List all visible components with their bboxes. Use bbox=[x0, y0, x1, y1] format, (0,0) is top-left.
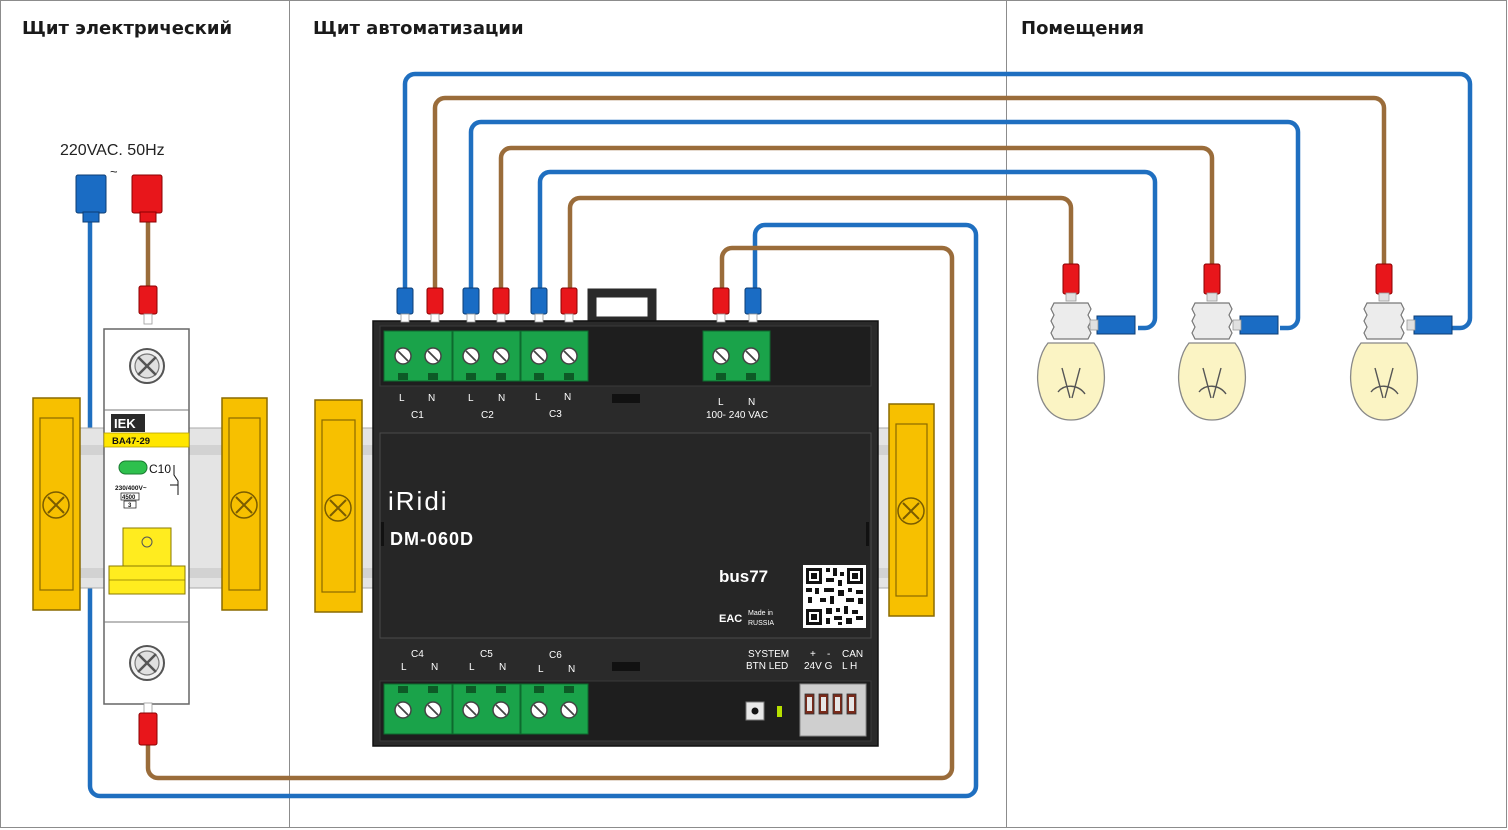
supply-neutral-connector bbox=[75, 174, 107, 223]
c4-l-label: L bbox=[401, 662, 407, 673]
c4-n-label: N bbox=[431, 662, 438, 673]
wire-line-supply bbox=[145, 245, 955, 781]
terminal-block-c1 bbox=[383, 330, 453, 382]
c3-label: C3 bbox=[549, 409, 562, 420]
wire-c1-l bbox=[432, 95, 1387, 288]
terminal-block-c4 bbox=[383, 683, 453, 735]
qr-code bbox=[803, 565, 866, 628]
system-label: SYSTEM bbox=[748, 649, 789, 660]
lamp-1 bbox=[1036, 263, 1136, 421]
breaker-voltage: 230/400V~ bbox=[115, 485, 147, 492]
breaker-brand: IEK bbox=[114, 416, 136, 431]
din-clamp-left-a bbox=[32, 397, 81, 611]
minus-label: - bbox=[827, 649, 830, 660]
relay-module bbox=[372, 320, 879, 747]
btn-led-label: BTN LED bbox=[746, 661, 788, 672]
supply-tilde: ~ bbox=[110, 164, 118, 179]
c5-l-label: L bbox=[469, 662, 475, 673]
supply-line-connector bbox=[131, 174, 163, 223]
module-brand: iRidi bbox=[388, 486, 449, 516]
lamp-2 bbox=[1177, 263, 1279, 421]
breaker-class: 3 bbox=[128, 503, 132, 509]
breaker-breaking: 4500 bbox=[122, 495, 136, 501]
terminal-block-c2 bbox=[452, 330, 521, 382]
din-clamp-module-right bbox=[888, 403, 935, 617]
module-model: DM-060D bbox=[390, 529, 474, 549]
c1-l-label: L bbox=[399, 393, 405, 404]
can-lh-label: L H bbox=[842, 661, 857, 672]
power-n-label: N bbox=[748, 397, 755, 408]
wire-c1-n bbox=[402, 71, 1473, 331]
circuit-breaker: IEK BA47-29 C10 230/400V~ 4500 3 bbox=[103, 328, 190, 705]
can-power-connector bbox=[799, 683, 867, 737]
c2-label: C2 bbox=[481, 410, 494, 421]
c3-l-label: L bbox=[535, 392, 541, 403]
module-handle bbox=[587, 288, 657, 326]
c6-label: C6 bbox=[549, 650, 562, 661]
module-bus-logo: bus77 bbox=[719, 567, 768, 586]
c6-l-label: L bbox=[538, 664, 544, 675]
section-title-rooms: Помещения bbox=[1021, 18, 1145, 39]
power-l-label: L bbox=[718, 397, 724, 408]
c2-l-label: L bbox=[468, 393, 474, 404]
status-led bbox=[777, 706, 782, 717]
module-connectors-top bbox=[396, 287, 762, 323]
c5-n-label: N bbox=[499, 662, 506, 673]
din-clamp-module-left bbox=[314, 399, 363, 613]
module-made-in-1: Made in bbox=[748, 610, 773, 617]
lamp-3 bbox=[1349, 263, 1453, 421]
breaker-model: BA47-29 bbox=[112, 436, 150, 447]
terminal-block-c6 bbox=[520, 683, 589, 735]
supply-label: 220VAC. 50Hz bbox=[60, 142, 165, 159]
wire-c2-l bbox=[498, 145, 1215, 288]
wire-c3-l bbox=[567, 195, 1074, 288]
c2-n-label: N bbox=[498, 393, 505, 404]
plus-label: + bbox=[810, 649, 816, 660]
can-label: CAN bbox=[842, 649, 863, 660]
wire-c3-n bbox=[537, 169, 1158, 331]
section-title-electrical: Щит электрический bbox=[22, 18, 233, 39]
c1-n-label: N bbox=[428, 393, 435, 404]
terminal-block-c5 bbox=[452, 683, 521, 735]
power-in-label: 100- 240 VAC bbox=[706, 410, 768, 421]
breaker-input-connector bbox=[138, 285, 158, 325]
wire-neutral-supply bbox=[87, 215, 979, 799]
system-button[interactable] bbox=[745, 701, 765, 721]
module-eac: EAC bbox=[719, 613, 742, 625]
module-made-in-2: RUSSIA bbox=[748, 620, 774, 627]
section-title-automation: Щит автоматизации bbox=[313, 18, 524, 39]
c6-n-label: N bbox=[568, 664, 575, 675]
c4-label: C4 bbox=[411, 649, 424, 660]
terminal-block-power bbox=[702, 330, 771, 382]
panel-rooms bbox=[1006, 0, 1507, 828]
breaker-output-connector bbox=[138, 702, 158, 746]
breaker-rating: C10 bbox=[149, 462, 171, 476]
din-clamp-left-b bbox=[221, 397, 268, 611]
c3-n-label: N bbox=[564, 392, 571, 403]
terminal-block-c3 bbox=[520, 330, 589, 382]
wire-c2-n bbox=[468, 119, 1301, 331]
c1-label: C1 bbox=[411, 410, 424, 421]
power-24v-label: 24V G bbox=[804, 661, 833, 672]
c5-label: C5 bbox=[480, 649, 493, 660]
